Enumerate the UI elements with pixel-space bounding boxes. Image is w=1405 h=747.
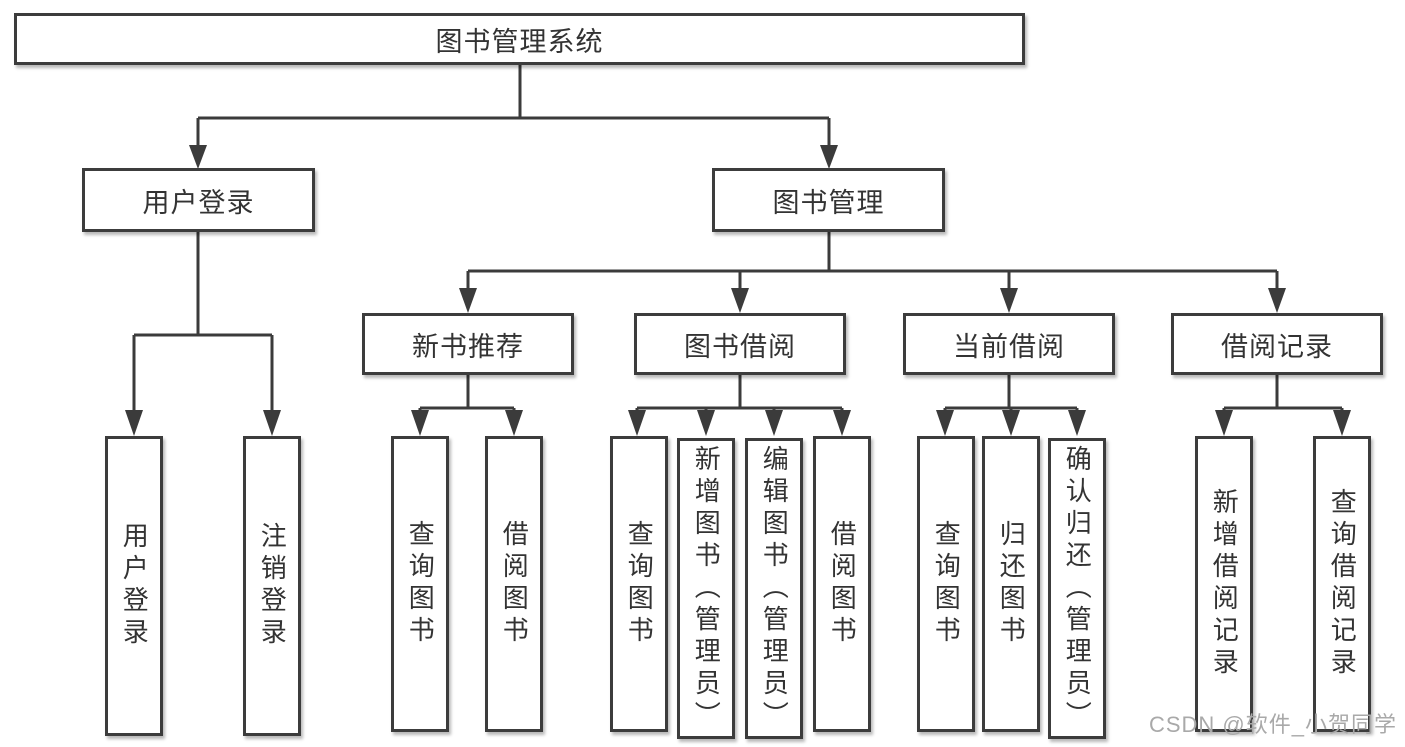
- leaf-query-books-2: 查询图书: [610, 436, 668, 732]
- connector-root-to-level1: [189, 65, 838, 169]
- connector-current-borrowing-to-leaves: [936, 375, 1086, 436]
- connector-book-borrowing-to-leaves: [628, 375, 851, 436]
- node-new-book-recommend-label: 新书推荐: [412, 331, 524, 362]
- leaf-return-books: 归还图书: [982, 436, 1040, 732]
- node-user-login-label: 用户登录: [142, 187, 255, 218]
- leaf-query-books-3-label: 查询图书: [931, 520, 962, 648]
- node-new-book-recommend: 新书推荐: [362, 313, 574, 375]
- node-book-management: 图书管理: [712, 168, 945, 232]
- leaf-edit-books-admin-label: 编辑图书（管理员）: [759, 444, 790, 733]
- node-borrowing-records: 借阅记录: [1171, 313, 1383, 375]
- leaf-add-books-admin-label: 新增图书（管理员）: [691, 444, 722, 733]
- node-book-borrowing-label: 图书借阅: [684, 331, 796, 362]
- leaf-confirm-return-admin: 确认归还（管理员）: [1048, 438, 1106, 739]
- leaf-logout: 注销登录: [243, 436, 301, 736]
- leaf-user-login: 用户登录: [105, 436, 163, 736]
- node-user-login: 用户登录: [82, 168, 315, 232]
- leaf-return-books-label: 归还图书: [996, 520, 1027, 648]
- leaf-borrow-books-1-label: 借阅图书: [499, 520, 530, 648]
- leaf-add-books-admin: 新增图书（管理员）: [677, 438, 735, 739]
- leaf-add-borrow-record: 新增借阅记录: [1195, 436, 1253, 732]
- node-current-borrowing: 当前借阅: [903, 313, 1115, 375]
- node-current-borrowing-label: 当前借阅: [953, 331, 1065, 362]
- watermark: CSDN @软件_小贺同学: [1148, 712, 1397, 737]
- leaf-borrow-books-2-label: 借阅图书: [827, 520, 858, 648]
- leaf-query-borrow-record-label: 查询借阅记录: [1327, 488, 1358, 680]
- node-root-label: 图书管理系统: [435, 26, 604, 57]
- leaf-query-borrow-record: 查询借阅记录: [1313, 436, 1371, 732]
- connector-borrowing-records-to-leaves: [1215, 375, 1351, 436]
- leaf-query-books-1-label: 查询图书: [405, 520, 436, 648]
- leaf-confirm-return-admin-label: 确认归还（管理员）: [1062, 444, 1093, 733]
- connector-new-book-recommend-to-leaves: [411, 375, 523, 436]
- leaf-query-books-3: 查询图书: [917, 436, 975, 732]
- node-book-borrowing: 图书借阅: [634, 313, 846, 375]
- leaf-logout-label: 注销登录: [257, 522, 288, 650]
- leaf-user-login-label: 用户登录: [119, 522, 150, 650]
- node-borrowing-records-label: 借阅记录: [1221, 331, 1333, 362]
- connector-book-management-to-level2: [459, 232, 1286, 313]
- node-root: 图书管理系统: [14, 13, 1025, 65]
- leaf-add-borrow-record-label: 新增借阅记录: [1209, 488, 1240, 680]
- leaf-edit-books-admin: 编辑图书（管理员）: [745, 438, 803, 739]
- leaf-borrow-books-1: 借阅图书: [485, 436, 543, 732]
- leaf-query-books-2-label: 查询图书: [624, 520, 655, 648]
- leaf-query-books-1: 查询图书: [391, 436, 449, 732]
- connector-user-login-to-leaves: [125, 232, 281, 436]
- leaf-borrow-books-2: 借阅图书: [813, 436, 871, 732]
- node-book-management-label: 图书管理: [772, 187, 885, 218]
